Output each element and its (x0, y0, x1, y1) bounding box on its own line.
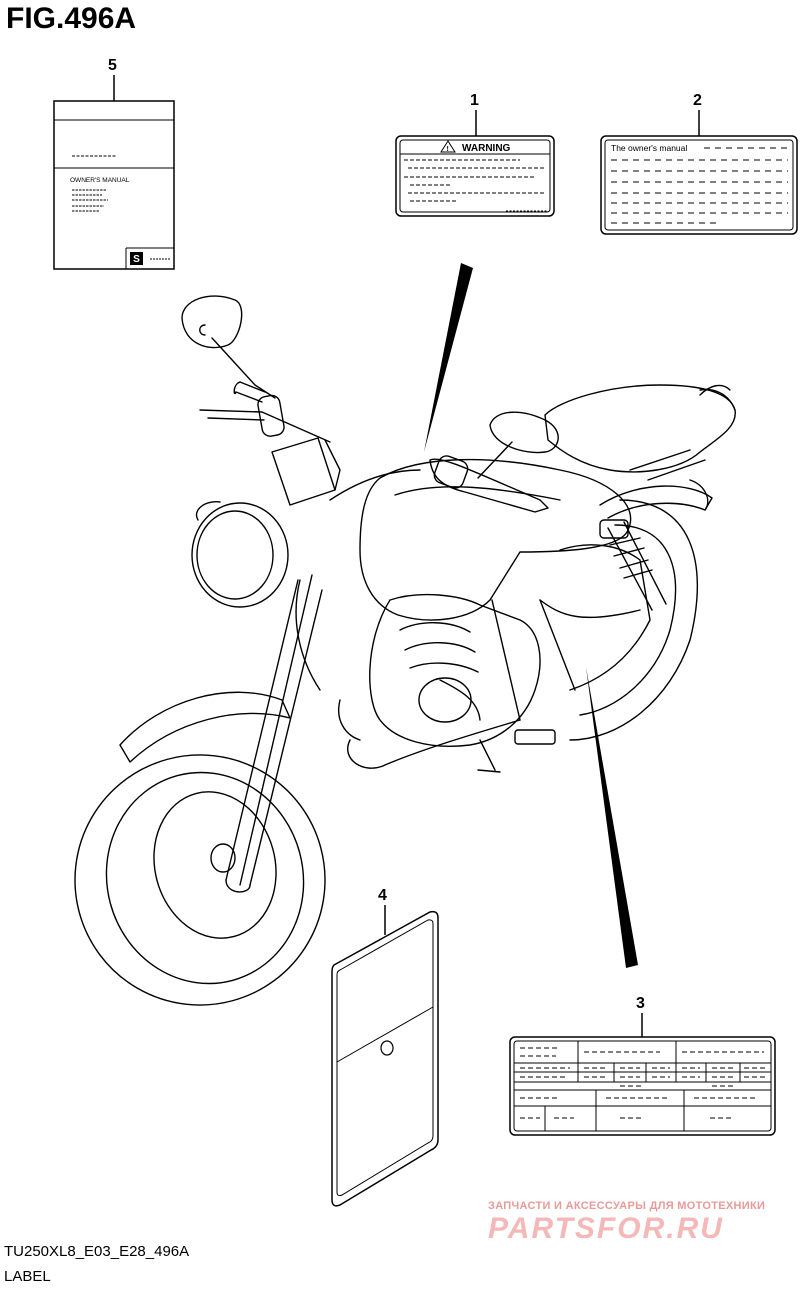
label-2-owners-manual-notice: The owner's manual (600, 135, 798, 235)
motorcycle-illustration (74, 295, 736, 1006)
model-code: TU250XL8_E03_E28_496A (4, 1243, 190, 1260)
watermark-caption: ЗАПЧАСТИ И АКСЕССУАРЫ ДЛЯ МОТОТЕХНИКИ (488, 1200, 766, 1212)
label-3-specification-label (509, 1036, 776, 1136)
exhaust-pipe (347, 719, 521, 769)
warning-triangle-icon (440, 140, 456, 153)
section-name: LABEL (4, 1268, 51, 1285)
owners-manual-line: The owner's manual (611, 143, 687, 153)
callout-number-5: 5 (108, 57, 117, 74)
svg-text:!: ! (447, 146, 449, 153)
callout-number-1: 1 (470, 92, 479, 109)
label-1-pointer (424, 263, 473, 452)
suzuki-logo-icon (130, 252, 143, 265)
left-mirror (181, 295, 243, 349)
watermark-logo: PARTSFOR.RU (488, 1212, 724, 1245)
callout-number-4: 4 (378, 887, 387, 904)
warning-title: WARNING (462, 143, 511, 154)
right-mirror (489, 411, 559, 454)
label-3-pointer (586, 667, 638, 968)
label-5-owners-manual-booklet: OWNER'S MANUAL S (53, 100, 175, 270)
engine (369, 593, 541, 747)
headlight (191, 502, 289, 608)
label-1-warning-label: ! WARNING (395, 135, 555, 217)
callout-5: 5 (108, 57, 117, 101)
label-4-hole-icon (380, 1040, 394, 1056)
callout-1: 1 (470, 92, 479, 136)
seat (544, 384, 736, 473)
svg-text:S: S (133, 254, 140, 265)
rear-tire (569, 499, 698, 741)
callout-3: 3 (636, 995, 645, 1037)
label-4-panel-label (331, 910, 439, 1207)
figure-title: FIG.496A (6, 2, 137, 35)
manual-cover-title: OWNER'S MANUAL (70, 177, 130, 184)
callout-number-2: 2 (693, 92, 702, 109)
fuel-tank (359, 458, 632, 621)
callout-number-3: 3 (636, 995, 645, 1012)
callout-4: 4 (378, 887, 387, 935)
callout-2: 2 (693, 92, 702, 136)
front-tire (74, 754, 326, 1006)
